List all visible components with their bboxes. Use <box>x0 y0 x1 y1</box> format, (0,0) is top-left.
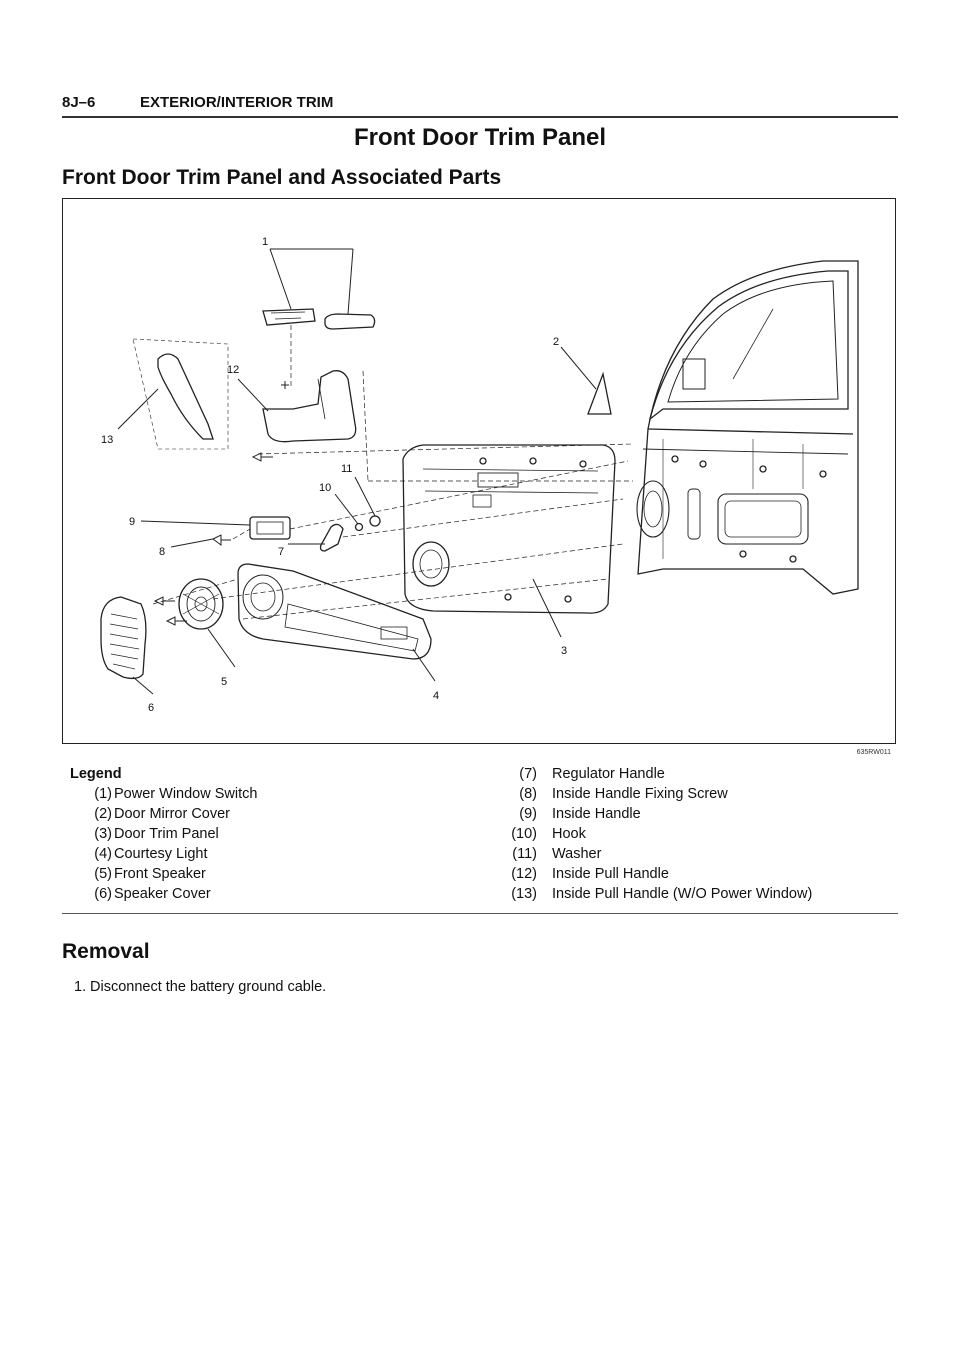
hook-drawing <box>354 522 364 532</box>
legend-item: (5)Front Speaker <box>94 866 206 882</box>
legend-item: (9)Inside Handle <box>519 806 641 822</box>
page-header: 8J–6 EXTERIOR/INTERIOR TRIM <box>62 92 898 118</box>
mirror-cover-drawing <box>587 371 612 415</box>
callout-9: 9 <box>129 516 135 528</box>
callout-13: 13 <box>101 434 113 446</box>
callout-7: 7 <box>278 546 284 558</box>
removal-heading: Removal <box>62 940 150 963</box>
legend-item: (8)Inside Handle Fixing Screw <box>519 786 728 802</box>
callout-12: 12 <box>227 364 239 376</box>
divider <box>62 913 898 914</box>
exploded-diagram: 1 2 3 4 5 6 7 8 9 10 11 12 13 <box>100 236 859 714</box>
armrest-drawing <box>237 563 432 660</box>
callout-10: 10 <box>319 482 331 494</box>
washer-drawing <box>369 515 381 527</box>
callout-6: 6 <box>148 702 154 714</box>
page-subtitle: Front Door Trim Panel and Associated Par… <box>62 166 502 189</box>
legend-left-column: Legend (1)Power Window Switch (2)Door Mi… <box>70 764 470 904</box>
callout-2: 2 <box>553 336 559 348</box>
legend-item: (4)Courtesy Light <box>94 846 208 862</box>
callout-labels: 1 2 3 4 5 6 7 8 9 10 11 12 13 <box>101 236 567 714</box>
legend-item: (13)Inside Pull Handle (W/O Power Window… <box>511 886 813 902</box>
legend-item: (3)Door Trim Panel <box>94 826 219 842</box>
assembly-lines <box>152 325 634 620</box>
section-title: EXTERIOR/INTERIOR TRIM <box>140 94 334 111</box>
legend-heading: Legend <box>70 766 122 782</box>
legend-item: (6)Speaker Cover <box>94 886 211 902</box>
pull-handle-drawing <box>262 370 357 443</box>
step-number: 1. <box>74 979 87 995</box>
speaker-drawing <box>178 578 224 630</box>
page-title: Front Door Trim Panel <box>353 124 607 151</box>
trim-panel-drawing <box>402 444 616 614</box>
exploded-view-figure: 1 2 3 4 5 6 7 8 9 10 11 12 13 635RW011 <box>62 198 896 756</box>
figure-code: 635RW011 <box>856 749 891 756</box>
legend-item: (11)Washer <box>512 846 602 862</box>
door-frame-drawing <box>636 260 859 595</box>
callout-5: 5 <box>221 676 227 688</box>
callout-4: 4 <box>433 690 439 702</box>
step-text: Disconnect the battery ground cable. <box>90 979 327 995</box>
legend-item: (2)Door Mirror Cover <box>94 806 231 822</box>
screw-drawing <box>212 534 231 546</box>
inside-handle-drawing <box>249 516 291 540</box>
legend-item: (10)Hook <box>511 826 586 842</box>
legend-item: (12)Inside Pull Handle <box>511 866 669 882</box>
legend-item: (7)Regulator Handle <box>519 766 665 782</box>
leader-lines <box>117 248 597 695</box>
power-window-switch-drawing <box>262 308 376 330</box>
callout-1: 1 <box>262 236 268 248</box>
callout-3: 3 <box>561 645 567 657</box>
legend-item: (1)Power Window Switch <box>94 786 258 802</box>
legend-right-column: (7)Regulator Handle (8)Inside Handle Fix… <box>495 764 895 904</box>
page-code: 8J–6 <box>62 94 96 111</box>
removal-step: 1.Disconnect the battery ground cable. <box>74 979 326 995</box>
speaker-cover-drawing <box>100 596 147 680</box>
pull-handle-alt-drawing <box>157 353 214 440</box>
callout-11: 11 <box>341 463 352 475</box>
callout-8: 8 <box>159 546 165 558</box>
regulator-handle-drawing <box>319 523 344 552</box>
